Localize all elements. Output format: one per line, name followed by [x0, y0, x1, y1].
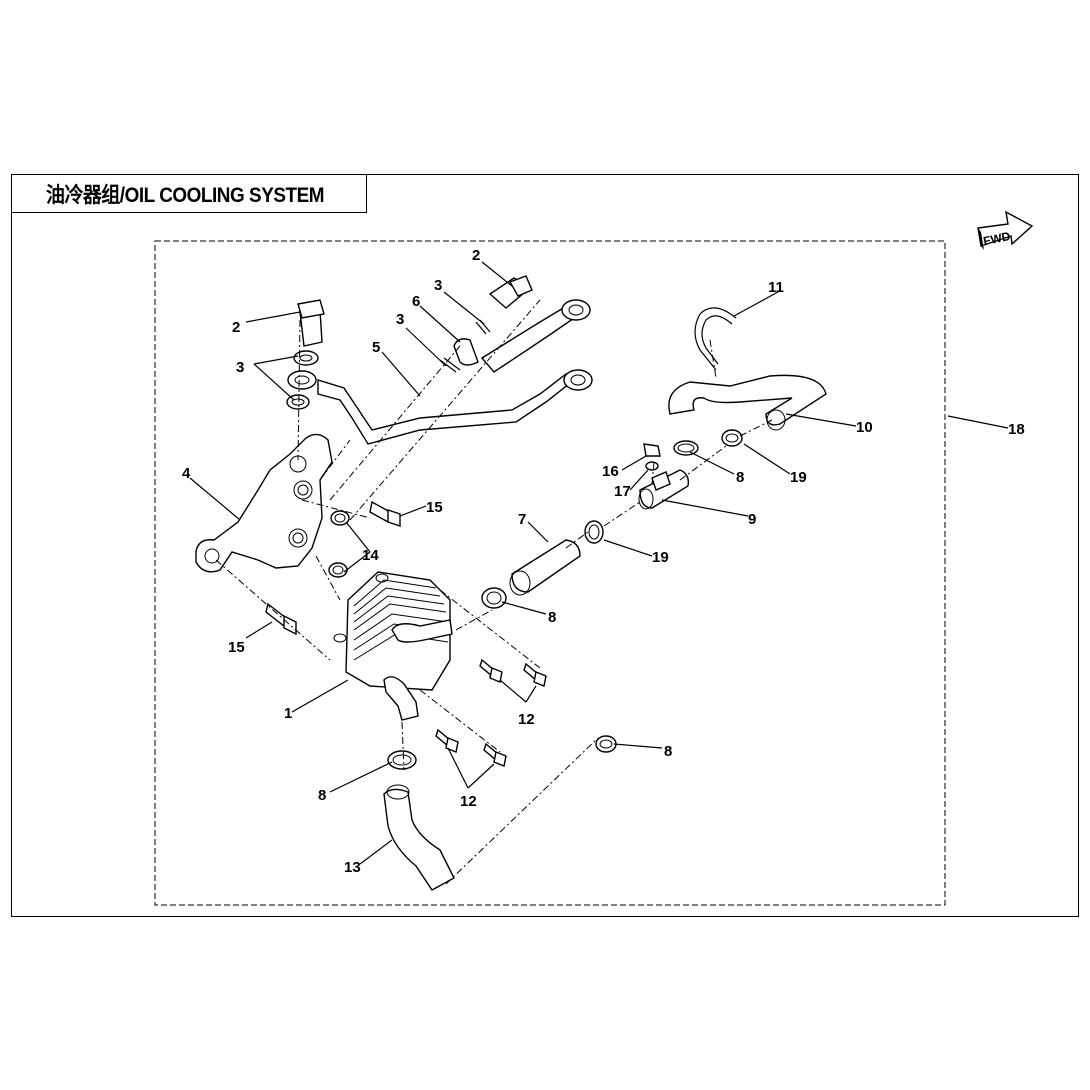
callout-1: 1 [284, 705, 292, 722]
bolt-12 [435, 658, 547, 767]
callout-13: 13 [344, 859, 361, 876]
callout-8: 8 [548, 609, 556, 626]
callout-18: 18 [1008, 421, 1025, 438]
washer-17 [645, 461, 659, 471]
leader-lines [189, 261, 1009, 865]
page-title: 油冷器组/OIL COOLING SYSTEM [46, 183, 325, 207]
callout-6: 6 [412, 293, 420, 310]
hose-clamp-19 [584, 429, 743, 544]
hose-7 [509, 539, 581, 596]
callout-7: 7 [518, 511, 526, 528]
callout-8: 8 [664, 743, 672, 760]
callout-4: 4 [182, 465, 191, 482]
hose-13 [383, 784, 455, 891]
callout-16: 16 [602, 463, 619, 480]
hose-clamp-8 [387, 440, 699, 770]
oil-pipe-5 [287, 299, 593, 445]
callout-3: 3 [434, 277, 442, 294]
callout-3: 3 [236, 359, 244, 376]
callout-8: 8 [736, 469, 744, 486]
oil-cooler [333, 571, 453, 721]
hose-clip-11 [694, 307, 737, 371]
callout-11: 11 [768, 279, 784, 296]
diagram-frame [11, 174, 1079, 917]
assembly-lines [215, 299, 773, 885]
title-box: 油冷器组/OIL COOLING SYSTEM [11, 174, 367, 213]
callout-5: 5 [372, 339, 380, 356]
hose-10 [668, 374, 827, 431]
fwd-arrow-icon: FWD [977, 210, 1034, 250]
callout-labels: 1 2 2 3 3 3 4 5 6 7 8 8 8 8 9 10 11 12 1… [182, 247, 1025, 876]
thermo-fitting-9 [638, 469, 690, 510]
callout-15: 15 [426, 499, 443, 516]
bolt-15 [265, 500, 401, 636]
callout-19: 19 [790, 469, 807, 486]
callout-9: 9 [748, 511, 756, 528]
callout-8: 8 [318, 787, 326, 804]
callout-12: 12 [460, 793, 477, 810]
o-ring-14 [328, 510, 350, 578]
fwd-label: FWD [982, 229, 1012, 248]
callout-14: 14 [362, 547, 379, 564]
callout-17: 17 [614, 483, 631, 500]
hose-sleeve-6 [453, 338, 479, 366]
oil-filter-bracket [195, 433, 333, 573]
callout-19: 19 [652, 549, 669, 566]
assembly-boundary [154, 240, 946, 906]
callout-15: 15 [228, 639, 245, 656]
callout-2: 2 [232, 319, 240, 336]
bleed-screw-16 [643, 443, 661, 457]
callout-2: 2 [472, 247, 480, 264]
callout-3: 3 [396, 311, 404, 328]
callout-12: 12 [518, 711, 535, 728]
callout-10: 10 [856, 419, 873, 436]
banjo-bolt-2 [297, 275, 533, 347]
